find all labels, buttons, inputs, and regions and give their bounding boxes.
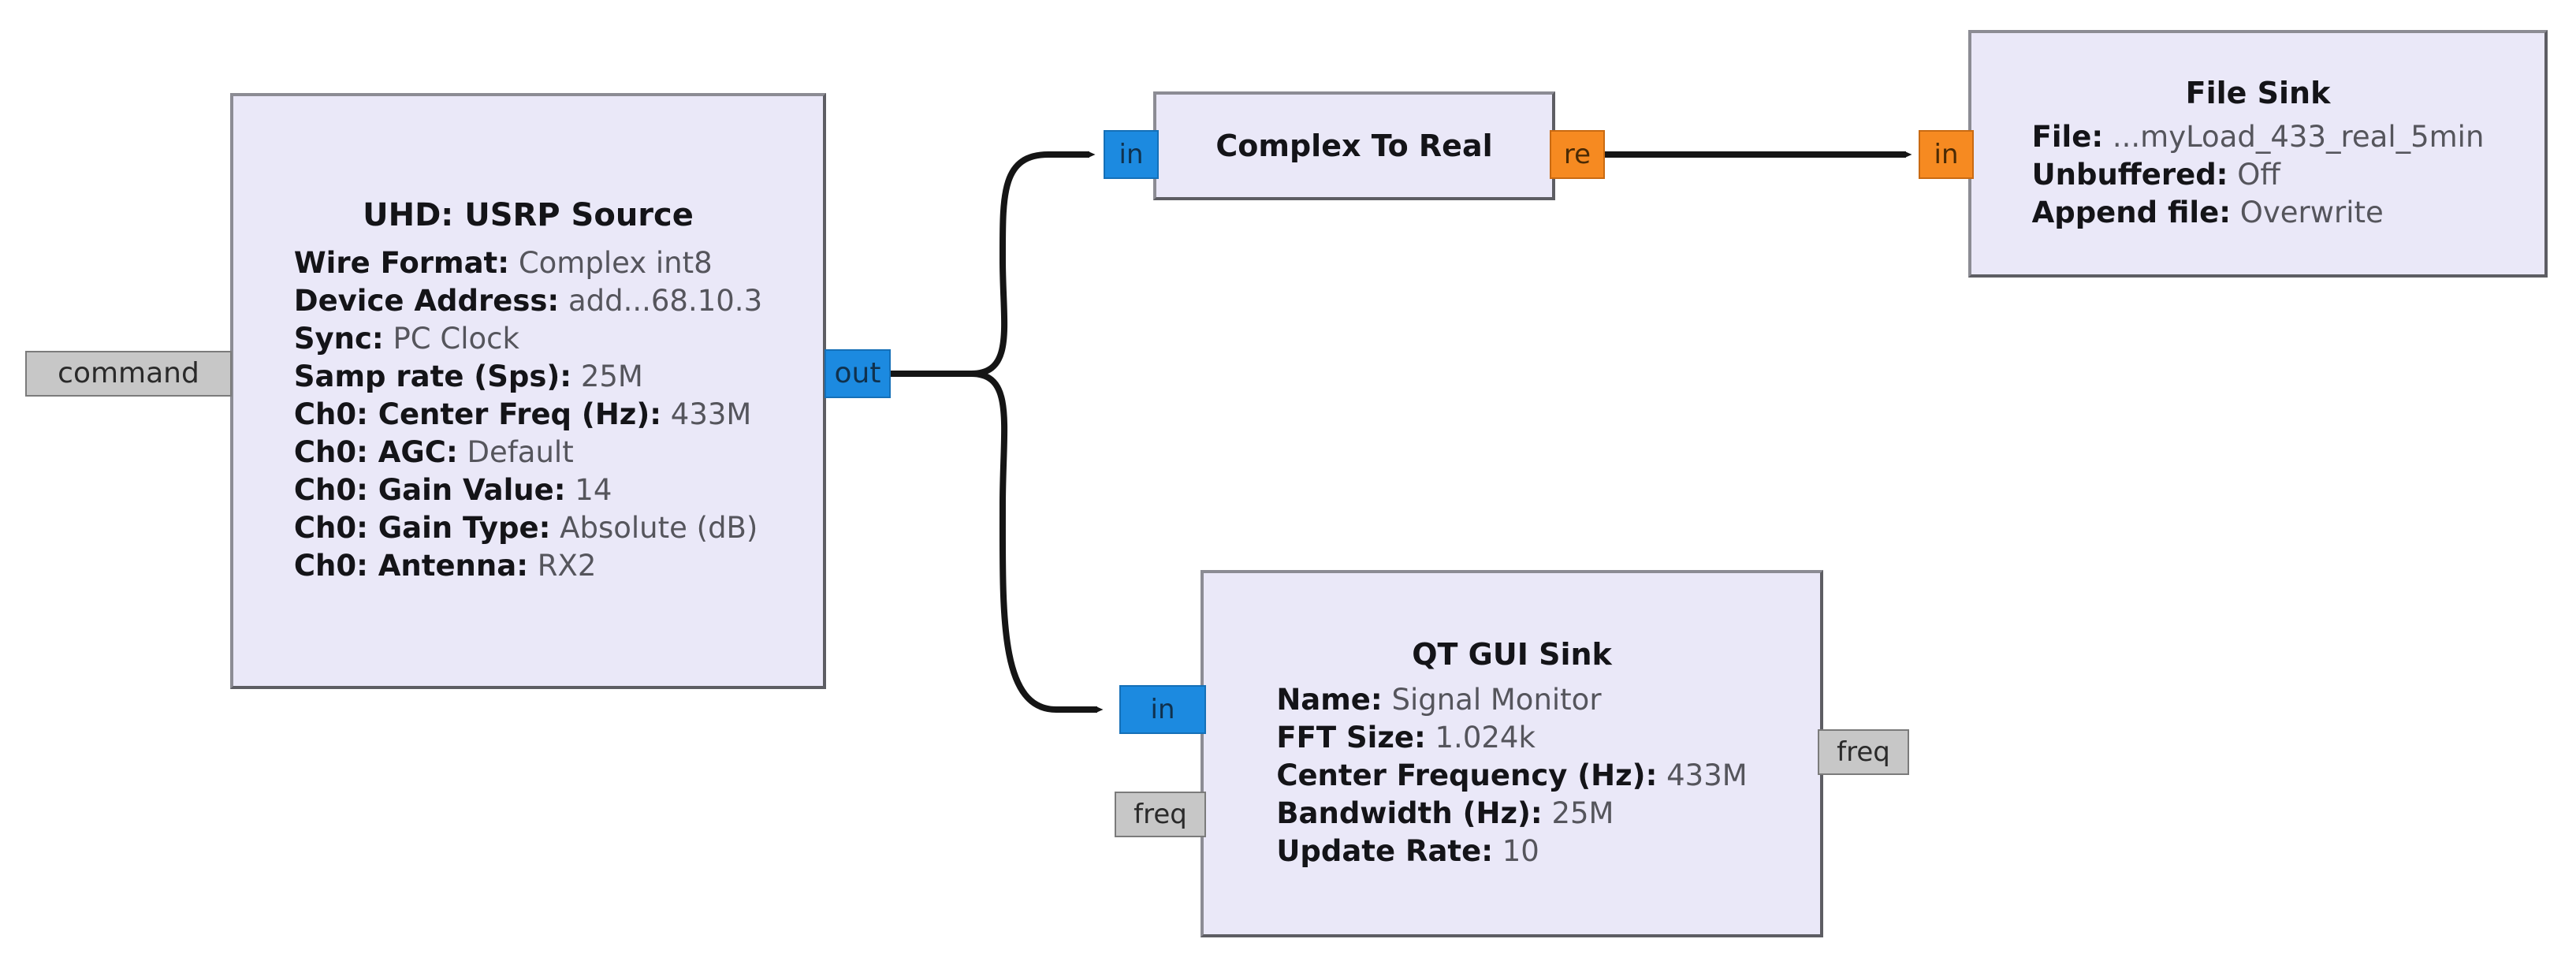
param-key: Wire Format: — [293, 245, 510, 280]
param-key: Name: — [1276, 682, 1383, 717]
block-uhd-usrp-source[interactable]: UHD: USRP Source Wire Format: Complex in… — [230, 93, 826, 689]
param-value: Signal Monitor — [1391, 682, 1602, 717]
param-value: 1.024k — [1435, 720, 1536, 754]
param-key: Sync: — [293, 321, 384, 356]
param-bandwidth: Bandwidth (Hz): 25M — [1276, 795, 1614, 833]
param-key: Device Address: — [293, 283, 560, 318]
param-key: Unbuffered: — [2031, 157, 2228, 192]
param-fft-size: FFT Size: 1.024k — [1276, 719, 1536, 757]
param-value: Complex int8 — [518, 245, 713, 280]
port-usrp-command-in[interactable]: command — [25, 351, 232, 397]
param-sync: Sync: PC Clock — [294, 320, 519, 358]
param-value: Off — [2237, 157, 2280, 192]
param-value: ...myLoad_433_real_5min — [2112, 119, 2485, 154]
param-value: 25M — [580, 359, 643, 393]
wire-usrp-to-complex-to-real — [970, 151, 1096, 377]
param-unbuffered: Unbuffered: Off — [2032, 156, 2280, 194]
param-ch0-gain-value: Ch0: Gain Value: 14 — [294, 471, 612, 509]
param-key: Ch0: Gain Value: — [293, 473, 566, 508]
param-value: Absolute (dB) — [560, 511, 758, 546]
param-value: 10 — [1502, 834, 1539, 869]
param-value: add...68.10.3 — [568, 283, 763, 318]
block-file-sink[interactable]: File Sink File: ...myLoad_433_real_5min … — [1968, 30, 2548, 278]
param-append-file: Append file: Overwrite — [2032, 194, 2384, 232]
param-key: Ch0: Antenna: — [293, 549, 528, 583]
param-name: Name: Signal Monitor — [1276, 681, 1601, 719]
param-ch0-gain-type: Ch0: Gain Type: Absolute (dB) — [294, 509, 758, 547]
param-key: Bandwidth (Hz): — [1276, 796, 1543, 831]
param-value: 14 — [575, 473, 612, 508]
param-key: Center Frequency (Hz): — [1276, 758, 1658, 792]
param-ch0-center-freq: Ch0: Center Freq (Hz): 433M — [294, 396, 751, 434]
block-title: Complex To Real — [1215, 129, 1493, 163]
port-complex-to-real-in[interactable]: in — [1104, 130, 1159, 179]
param-value: 433M — [670, 397, 752, 431]
param-center-frequency: Center Frequency (Hz): 433M — [1276, 757, 1747, 795]
param-value: 433M — [1666, 758, 1748, 792]
block-params: Wire Format: Complex int8 Device Address… — [294, 244, 762, 586]
block-title: UHD: USRP Source — [363, 196, 694, 233]
port-qt-gui-sink-freq-in[interactable]: freq — [1115, 792, 1206, 837]
param-value: Overwrite — [2239, 196, 2384, 230]
param-value: Default — [467, 435, 574, 470]
param-samp-rate: Samp rate (Sps): 25M — [294, 358, 643, 396]
param-value: 25M — [1551, 796, 1614, 831]
port-qt-gui-sink-in[interactable]: in — [1119, 685, 1206, 734]
param-key: Ch0: Center Freq (Hz): — [293, 397, 662, 431]
param-key: Ch0: Gain Type: — [293, 511, 551, 546]
block-title: File Sink — [2185, 75, 2331, 110]
param-ch0-antenna: Ch0: Antenna: RX2 — [294, 547, 597, 585]
param-key: Samp rate (Sps): — [293, 359, 572, 393]
port-usrp-out[interactable]: out — [825, 349, 891, 398]
param-key: Update Rate: — [1276, 834, 1493, 869]
param-key: Ch0: AGC: — [293, 435, 458, 470]
block-params: Name: Signal Monitor FFT Size: 1.024k Ce… — [1276, 681, 1747, 870]
block-complex-to-real[interactable]: Complex To Real — [1153, 91, 1555, 200]
param-wire-format: Wire Format: Complex int8 — [294, 244, 713, 282]
port-qt-gui-sink-freq-out[interactable]: freq — [1818, 729, 1909, 775]
param-file: File: ...myLoad_433_real_5min — [2032, 118, 2485, 156]
param-key: FFT Size: — [1276, 720, 1426, 754]
wire-usrp-to-qt-gui-sink — [970, 371, 1104, 713]
block-params: File: ...myLoad_433_real_5min Unbuffered… — [2032, 118, 2485, 232]
param-ch0-agc: Ch0: AGC: Default — [294, 434, 574, 471]
block-title: QT GUI Sink — [1412, 636, 1612, 672]
param-value: RX2 — [537, 549, 597, 583]
param-value: PC Clock — [393, 321, 519, 356]
block-qt-gui-sink[interactable]: QT GUI Sink Name: Signal Monitor FFT Siz… — [1201, 570, 1823, 937]
param-key: Append file: — [2031, 196, 2231, 230]
param-key: File: — [2031, 119, 2104, 154]
port-complex-to-real-re[interactable]: re — [1550, 130, 1605, 179]
param-update-rate: Update Rate: 10 — [1276, 833, 1539, 870]
port-file-sink-in[interactable]: in — [1919, 130, 1974, 179]
param-device-address: Device Address: add...68.10.3 — [294, 282, 762, 320]
